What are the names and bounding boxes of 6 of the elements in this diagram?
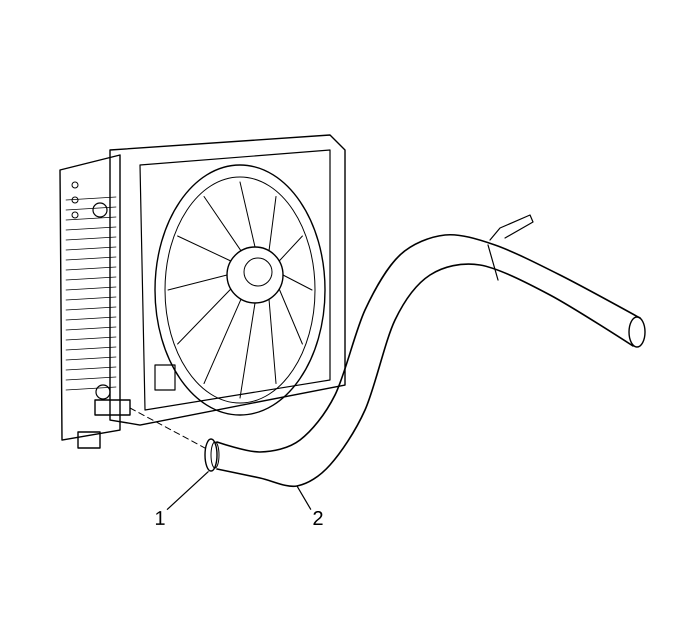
hose-drawing (216, 214, 646, 488)
leader-line (296, 486, 312, 510)
clamp-drawing (204, 438, 220, 472)
callout-number: 1 (156, 511, 165, 525)
callout-number: 2 (313, 511, 323, 525)
leader-line (166, 471, 209, 510)
